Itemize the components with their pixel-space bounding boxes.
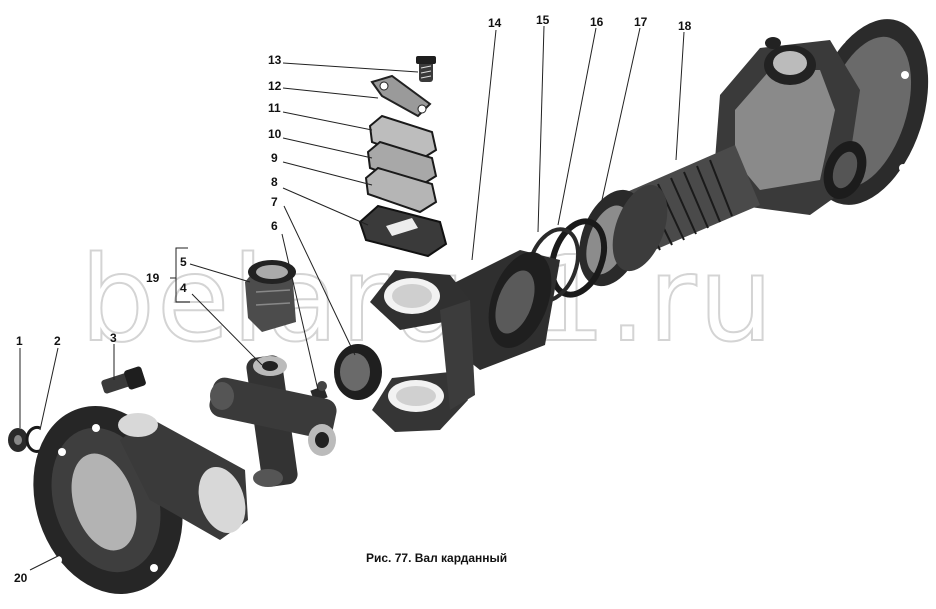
callout-14: 14 [488, 16, 502, 30]
callout-10: 10 [268, 127, 282, 141]
callout-17: 17 [634, 15, 648, 29]
part-20-flange-yoke [33, 406, 248, 594]
part-7-cap [334, 344, 382, 400]
callout-9: 9 [271, 151, 278, 165]
part-13-bolt [416, 56, 436, 82]
callout-6: 6 [271, 219, 278, 233]
part-18-splined-yoke [620, 19, 929, 252]
callout-8: 8 [271, 175, 278, 189]
callout-2: 2 [54, 334, 61, 348]
callout-20: 20 [14, 571, 28, 585]
part-16-ring [548, 218, 608, 298]
callout-7: 7 [271, 195, 278, 209]
callout-16: 16 [590, 15, 604, 29]
callout-12: 12 [268, 79, 282, 93]
callout-5: 5 [180, 255, 187, 269]
callout-13: 13 [268, 53, 282, 67]
part-14-sliding-yoke [370, 250, 560, 432]
callout-4: 4 [180, 281, 187, 295]
callout-3: 3 [110, 331, 117, 345]
callout-19: 19 [146, 271, 160, 285]
part-12-lock-plate [370, 74, 432, 118]
callout-1: 1 [16, 334, 23, 348]
part-4-spider [209, 355, 337, 487]
part-5-bearing-cup [245, 260, 296, 332]
callout-15: 15 [536, 13, 550, 27]
part-10-gasket [366, 140, 438, 188]
figure-caption: Рис. 77. Вал карданный [366, 551, 507, 565]
part-11-plate [368, 114, 438, 162]
part-1-nut [8, 428, 28, 452]
part-9-plate [364, 166, 438, 214]
callout-18: 18 [678, 19, 692, 33]
part-3-bolt [101, 366, 146, 394]
leader-lines [19, 25, 685, 571]
callout-11: 11 [268, 101, 281, 115]
callout-numbers: 1 2 3 4 5 6 7 8 9 10 11 12 13 14 15 16 1… [14, 13, 692, 585]
part-8-cover [358, 204, 448, 258]
